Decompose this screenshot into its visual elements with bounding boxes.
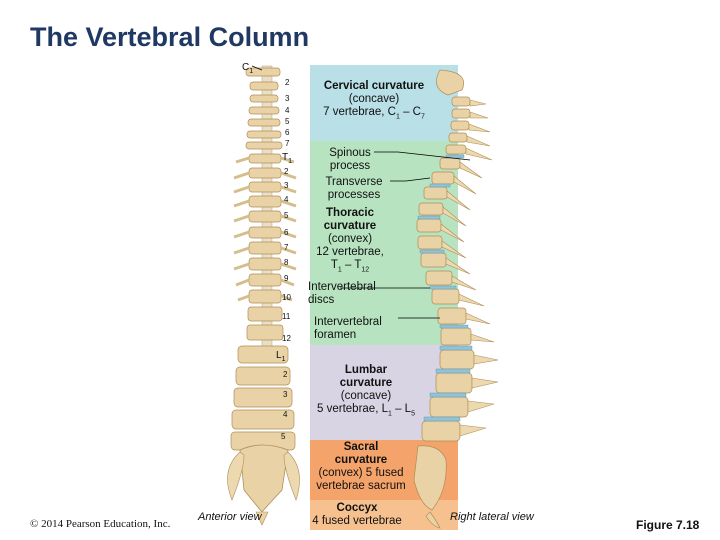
intervertebral-foramen-label: Intervertebral foramen <box>314 316 382 341</box>
vertebra-label-c6: 6 <box>285 128 290 137</box>
figure-number: Figure 7.18 <box>636 518 700 532</box>
vertebra-label-c2: 2 <box>285 78 290 87</box>
vertebra-label-t8: 8 <box>284 258 289 267</box>
vertebra-label-l5: 5 <box>281 432 286 441</box>
vertebra-label-l2: 2 <box>283 370 288 379</box>
copyright-notice: © 2014 Pearson Education, Inc. <box>30 518 171 530</box>
vertebra-label-t2: 2 <box>284 167 289 176</box>
right-lateral-view-caption: Right lateral view <box>450 511 534 523</box>
vertebra-label-t3: 3 <box>284 181 289 190</box>
intervertebral-discs-label: Intervertebral discs <box>308 281 376 306</box>
cervical-region-band <box>310 65 458 141</box>
anterior-view-caption: Anterior view <box>198 511 262 523</box>
vertebra-label-l4: 4 <box>283 410 288 419</box>
vertebra-label-t12: 12 <box>282 334 291 343</box>
vertebra-label-t5: 5 <box>284 211 289 220</box>
spinous-process-label: Spinous process <box>329 147 371 172</box>
vertebra-label-c5: 5 <box>285 117 290 126</box>
vertebra-label-t4: 4 <box>284 195 289 204</box>
vertebra-label-t7: 7 <box>284 243 289 252</box>
vertebra-label-c3: 3 <box>285 94 290 103</box>
transverse-processes-label: Transverse processes <box>325 176 383 201</box>
vertebra-label-c1: C1 <box>242 62 254 75</box>
vertebra-label-l1: L1 <box>276 350 286 363</box>
vertebra-label-t10: 10 <box>282 293 291 302</box>
vertebra-label-t6: 6 <box>284 228 289 237</box>
anterior-view-spine <box>227 65 300 526</box>
lumbar-curvature-label: Lumbar curvature (concave) 5 vertebrae, … <box>317 364 415 418</box>
vertebra-label-t11: 11 <box>282 312 291 321</box>
page-title: The Vertebral Column <box>30 22 310 52</box>
coccyx-label: Coccyx 4 fused vertebrae <box>312 502 402 527</box>
vertebra-label-c4: 4 <box>285 106 290 115</box>
vertebra-label-t9: 9 <box>284 274 289 283</box>
sacral-curvature-label: Sacral curvature (convex) 5 fused verteb… <box>316 441 406 492</box>
thoracic-curvature-label: Thoracic curvature (convex) 12 vertebrae… <box>316 207 384 274</box>
vertebra-label-l3: 3 <box>283 390 288 399</box>
vertebra-label-c7: 7 <box>285 139 290 148</box>
cervical-curvature-label: Cervical curvature (concave) 7 vertebrae… <box>323 80 425 121</box>
vertebra-label-t1: T1 <box>282 152 293 165</box>
